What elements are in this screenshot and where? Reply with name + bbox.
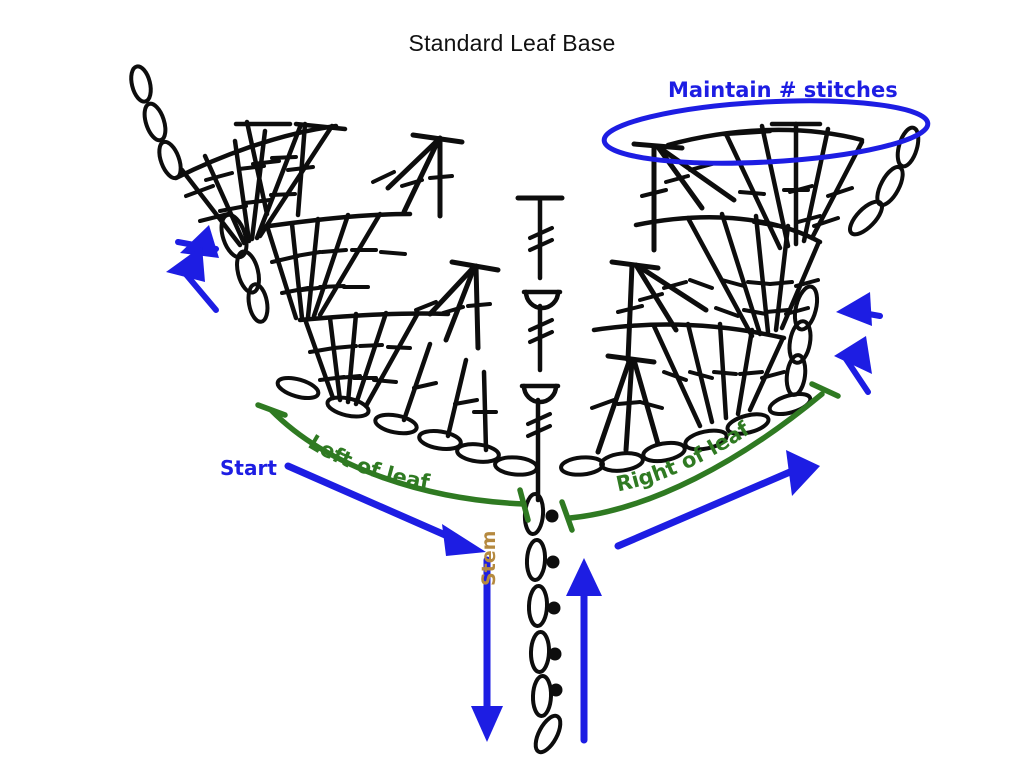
center-spine <box>515 195 565 503</box>
left-row-1 <box>173 119 348 248</box>
stem-label: Stem <box>478 530 500 586</box>
right-upward-arrow <box>614 450 820 550</box>
right-top-chain-ovals <box>848 125 921 237</box>
right-baseline-ovals <box>559 391 813 477</box>
right-annotation-arrows <box>834 292 883 395</box>
right-leaf-half <box>559 121 921 477</box>
start-label: Start <box>220 456 277 480</box>
start-arrow <box>284 462 486 556</box>
right-row-2 <box>633 211 823 339</box>
left-waist-chain-ovals <box>219 212 270 324</box>
page-title: Standard Leaf Base <box>408 30 616 56</box>
right-cluster-fan-upper <box>631 141 737 253</box>
start-chain-ovals-left <box>129 64 183 181</box>
left-baseline-posts <box>401 341 498 453</box>
left-row-3 <box>297 310 451 409</box>
right-row-3 <box>591 321 787 429</box>
left-cluster-fan-lower <box>414 259 501 351</box>
right-cluster-fan-lower <box>609 259 709 363</box>
stem-chain <box>522 492 563 755</box>
stem-up-arrow <box>566 558 602 744</box>
stem-down-arrow <box>471 556 503 742</box>
maintain-stitches-label: Maintain # stitches <box>668 78 898 102</box>
right-row-1 <box>665 121 865 251</box>
right-waist-chain-ovals <box>784 284 820 397</box>
left-leaf-half <box>129 64 539 477</box>
left-row-2 <box>259 211 413 321</box>
right-cluster-fan-bottom <box>590 353 664 455</box>
maintain-stitches-ellipse <box>601 98 931 166</box>
left-annotation-arrows <box>166 225 219 313</box>
left-baseline-ovals <box>275 375 539 477</box>
left-cluster-fan-upper <box>371 132 465 219</box>
